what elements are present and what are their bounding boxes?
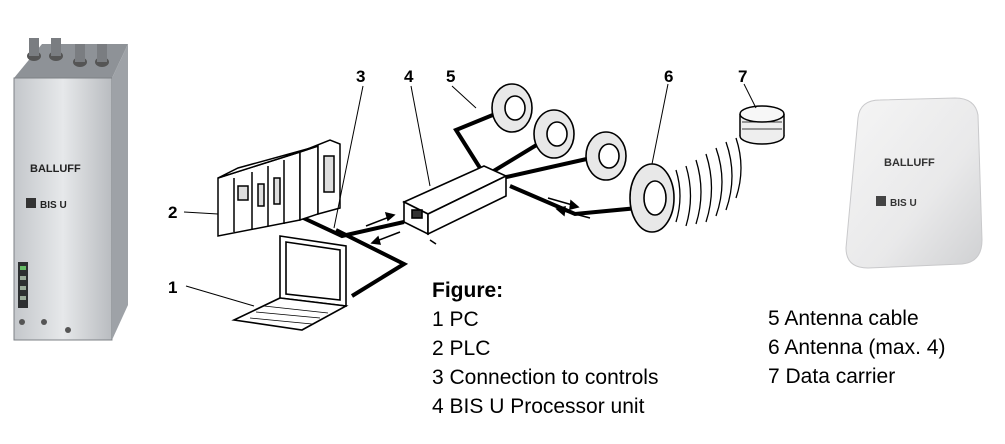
antenna-brand-label: BALLUFF (884, 157, 935, 169)
figure-legend-left: Figure: 1 PC 2 PLC 3 Connection to contr… (432, 276, 658, 421)
data-flow-arrows (365, 197, 591, 245)
legend-item-antenna: 6 Antenna (max. 4) (768, 336, 946, 359)
processor-unit-icon (402, 165, 508, 245)
figure-legend-right: 5 Antenna cable 6 Antenna (max. 4) 7 Dat… (768, 304, 945, 391)
callout-6: 6 (664, 67, 673, 86)
led-panel (18, 262, 28, 308)
processor-product-label: BIS U (40, 200, 67, 211)
antenna-icon (491, 83, 675, 233)
pc-cable (335, 228, 409, 298)
processor-brand-label: BALLUFF (30, 163, 81, 175)
antenna-cable-d (509, 184, 639, 217)
antenna-cable-a (453, 108, 506, 170)
legend-item-data-carrier: 7 Data carrier (768, 365, 896, 388)
laptop-icon (231, 235, 349, 331)
callout-4: 4 (404, 67, 414, 86)
legend-item-plc: 2 PLC (432, 337, 491, 360)
legend-item-antenna-cable: 5 Antenna cable (768, 307, 919, 330)
data-carrier-icon (739, 105, 785, 145)
callout-1: 1 (168, 278, 177, 297)
leader-lines (183, 83, 757, 307)
legend-item-connection: 3 Connection to controls (432, 366, 659, 389)
callout-5: 5 (446, 67, 455, 86)
processor-unit-photo: BALLUFF BIS U (13, 38, 128, 341)
antenna-cable-c (501, 154, 601, 180)
callout-7: 7 (738, 67, 747, 86)
legend-item-processor: 4 BIS U Processor unit (432, 395, 645, 418)
callout-numbers: 1 2 3 4 5 6 7 (168, 67, 747, 297)
callout-3: 3 (356, 67, 365, 86)
figure-title: Figure: (432, 279, 504, 302)
callout-2: 2 (168, 203, 177, 222)
antenna-photo: BALLUFF BIS U (845, 97, 983, 269)
plc-icon (217, 139, 341, 237)
radio-waves (675, 137, 742, 227)
antenna-product-label: BIS U (890, 198, 917, 209)
legend-item-pc: 1 PC (432, 308, 479, 331)
connector-icon (27, 38, 109, 67)
